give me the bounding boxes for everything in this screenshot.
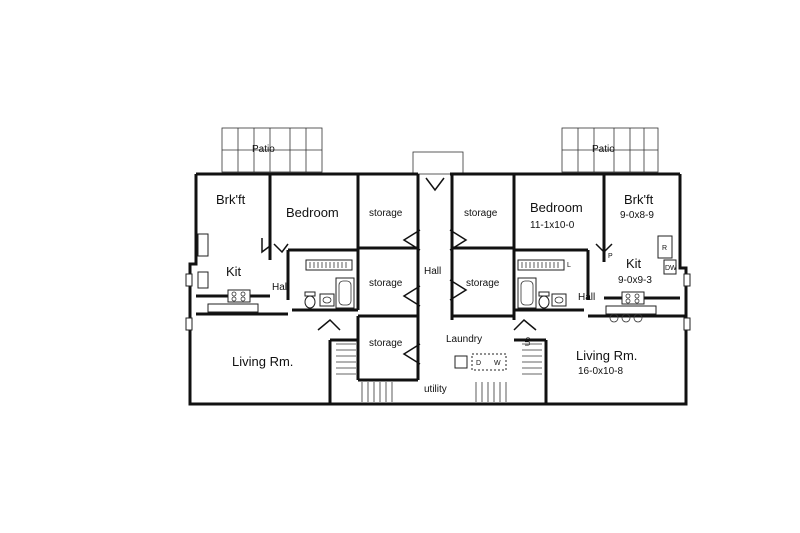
bathtub-left [335,277,355,309]
kitchen-left [197,233,259,313]
up-label: Up [525,337,532,346]
brkft-right-label: Brk'ft [624,192,654,207]
patio-right [561,127,659,173]
closet-right [517,259,565,271]
brkft-right-dims: 9-0x8-9 [620,210,654,221]
hall-right-label: Hall [578,292,595,303]
dw-label: DW [665,265,677,272]
patio-right-label: Patio [592,144,615,155]
right-unit-walls [513,243,686,404]
storage-label-3: storage [369,278,403,289]
windows-right [683,273,691,331]
living-right-dims: 16-0x10-8 [578,366,623,377]
utility-label: utility [424,384,447,395]
bathtub-right [517,277,537,309]
living-right-label: Living Rm. [576,348,637,363]
washer-dryer [454,353,507,371]
bedroom-left-label: Bedroom [286,205,339,220]
patio-left [221,127,323,173]
sink-right [551,293,567,307]
kit-left-label: Kit [226,264,242,279]
storage-label-2: storage [464,208,498,219]
laundry-label: Laundry [446,334,482,345]
sink-left [319,293,335,307]
living-left-label: Living Rm. [232,354,293,369]
patio-left-label: Patio [252,144,275,155]
windows-left [185,273,193,331]
linen-label: L [567,262,571,269]
brkft-left-label: Brk'ft [216,192,246,207]
hall-left-label: Hall [272,282,289,293]
pantry-label: P [608,253,613,260]
stairs-right [475,343,542,402]
storage-label-1: storage [369,208,403,219]
bedroom-right-label: Bedroom [530,200,583,215]
hall-center-label: Hall [424,266,441,277]
stairs-left [336,343,393,402]
kit-right-dims: 9-0x9-3 [618,275,652,286]
bedroom-right-dims: 11-1x10-0 [530,220,575,231]
dryer-label: D [476,360,481,367]
entry-stoop [412,151,464,175]
storage-label-4: storage [466,278,500,289]
ref-label: R [662,245,667,252]
kit-right-label: Kit [626,256,642,271]
washer-label: W [494,360,501,367]
storage-label-5: storage [369,338,403,349]
kitchen-right [605,235,677,323]
closet-left [305,259,353,271]
toilet-right [538,291,550,309]
toilet-left [304,291,316,309]
central-core [356,174,516,382]
